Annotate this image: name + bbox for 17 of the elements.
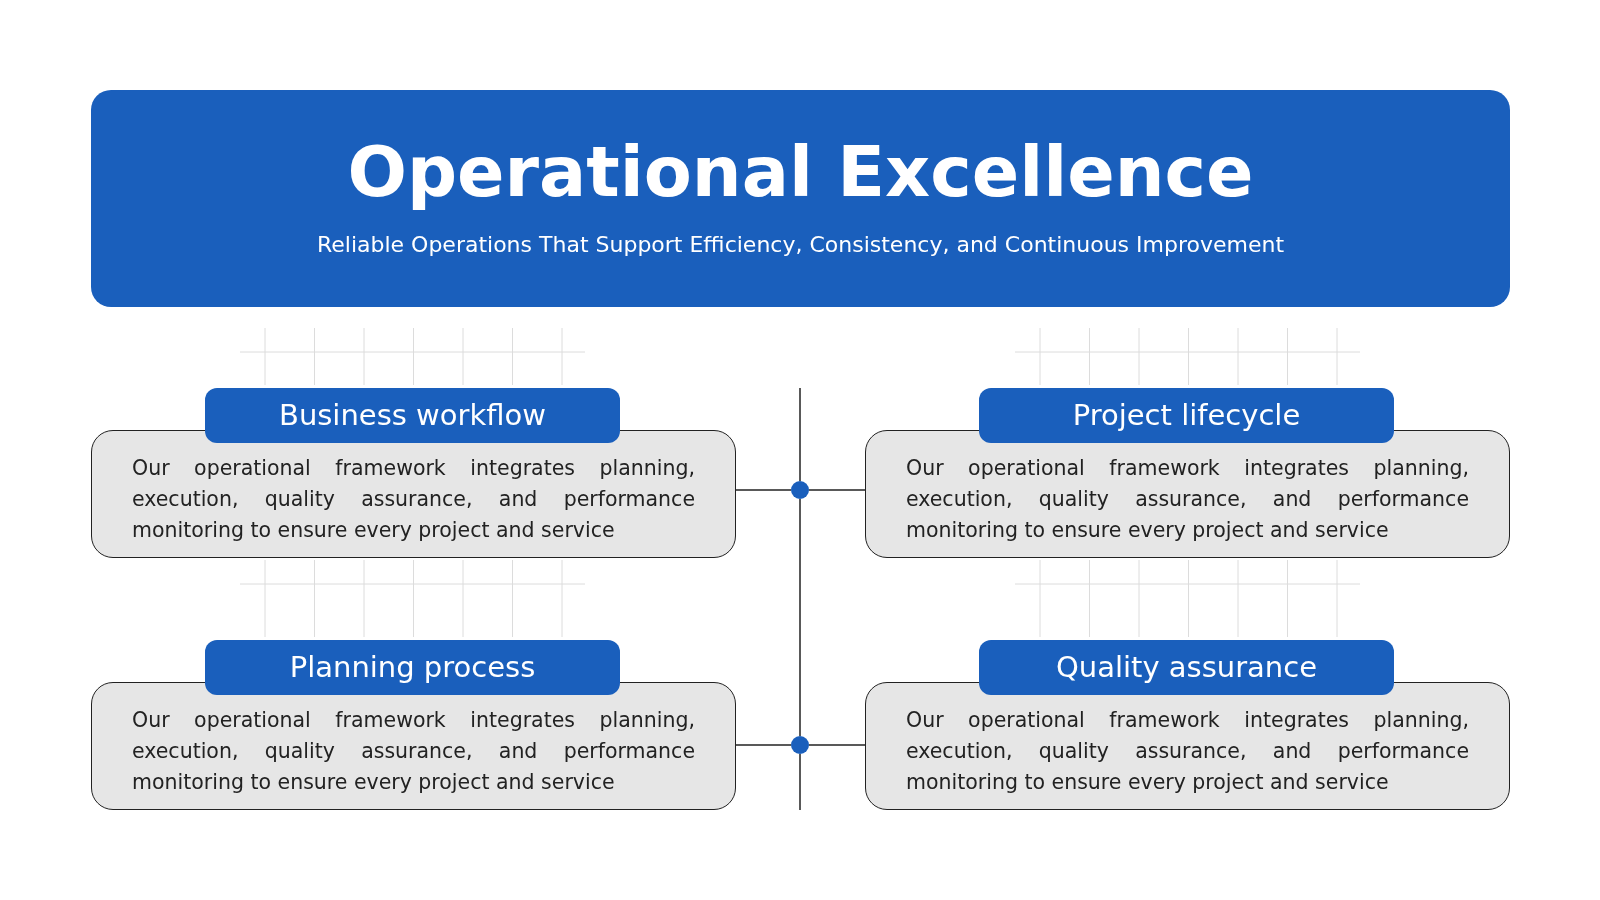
connector-line [799, 498, 801, 737]
card-heading: Project lifecycle [979, 388, 1394, 443]
junction-dot [791, 481, 809, 499]
title: Operational Excellence [347, 130, 1254, 214]
card-description: Our operational framework integrates planning, execution, quality assurance, and performance monitoring to ensure every project and service [132, 455, 695, 544]
card-heading: Business workflow [205, 388, 620, 443]
connector-line [808, 744, 866, 746]
connector-line [735, 744, 792, 746]
card-heading: Planning process [205, 640, 620, 695]
card-heading: Quality assurance [979, 640, 1394, 695]
card-description: Our operational framework integrates planning, execution, quality assurance, and performance monitoring to ensure every project and service [906, 455, 1469, 544]
junction-dot [791, 736, 809, 754]
connector-line [808, 489, 866, 491]
card-description: Our operational framework integrates planning, execution, quality assurance, and performance monitoring to ensure every project and service [906, 707, 1469, 796]
connector-line [735, 489, 792, 491]
subtitle: Reliable Operations That Support Efficiency, Consistency, and Continuous Improvement [316, 231, 1285, 259]
card-description: Our operational framework integrates planning, execution, quality assurance, and performance monitoring to ensure every project and service [132, 707, 695, 796]
